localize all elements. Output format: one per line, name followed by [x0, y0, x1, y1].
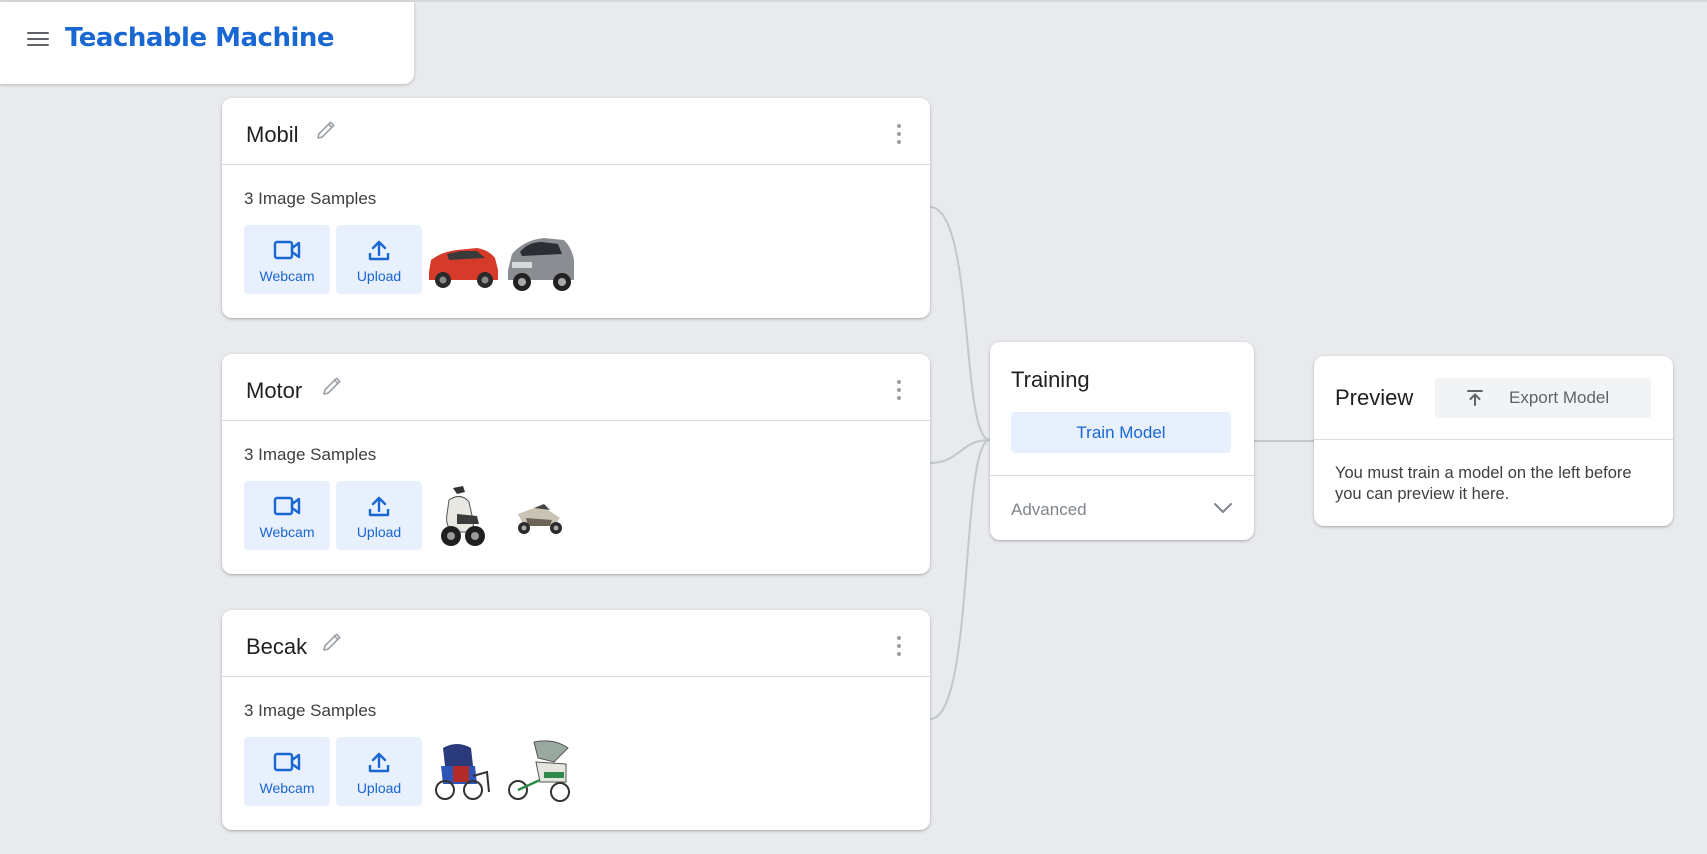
upload-button[interactable]: Upload [336, 225, 422, 294]
class-card-mobil: Mobil 3 Image Samples Webcam Upload [222, 98, 930, 318]
class-card-header: Motor [222, 354, 930, 421]
more-options-icon[interactable] [896, 636, 902, 658]
upload-label: Upload [356, 780, 402, 796]
advanced-toggle[interactable]: Advanced [1011, 500, 1087, 519]
sample-count: 3 Image Samples [244, 701, 377, 720]
pencil-icon[interactable] [314, 118, 338, 142]
sample-thumbnail[interactable] [427, 480, 499, 552]
divider [1314, 439, 1673, 440]
webcam-button[interactable]: Webcam [244, 481, 330, 550]
webcam-label: Webcam [259, 268, 315, 284]
chevron-down-icon[interactable] [1212, 500, 1234, 516]
class-card-becak: Becak 3 Image Samples Webcam Upload [222, 610, 930, 830]
more-options-icon[interactable] [896, 380, 902, 402]
webcam-label: Webcam [259, 524, 315, 540]
class-card-header: Mobil [222, 98, 930, 165]
sample-thumbnail[interactable] [427, 736, 499, 808]
class-name[interactable]: Becak [246, 634, 308, 659]
class-card-header: Becak [222, 610, 930, 677]
webcam-button[interactable]: Webcam [244, 225, 330, 294]
preview-message: You must train a model on the left befor… [1335, 464, 1632, 503]
upload-label: Upload [356, 268, 402, 284]
class-name[interactable]: Mobil [246, 122, 299, 147]
training-title: Training [1011, 367, 1090, 392]
upload-icon [368, 240, 390, 261]
upload-icon [368, 496, 390, 517]
upload-icon [368, 752, 390, 773]
export-model-label: Export Model [1509, 388, 1610, 407]
more-options-icon[interactable] [896, 124, 902, 146]
top-shadow [0, 0, 1707, 2]
pencil-icon[interactable] [320, 630, 344, 654]
upload-label: Upload [356, 524, 402, 540]
upload-button[interactable]: Upload [336, 737, 422, 806]
export-icon [1467, 390, 1483, 406]
upload-button[interactable]: Upload [336, 481, 422, 550]
pencil-icon[interactable] [320, 374, 344, 398]
sample-count: 3 Image Samples [244, 189, 377, 208]
sample-thumbnail[interactable] [504, 224, 576, 296]
class-name[interactable]: Motor [246, 378, 303, 403]
webcam-label: Webcam [259, 780, 315, 796]
class-card-motor: Motor 3 Image Samples Webcam Upload [222, 354, 930, 574]
train-model-button[interactable]: Train Model [1011, 412, 1231, 453]
sample-thumbnail[interactable] [427, 224, 499, 296]
webcam-icon [273, 752, 301, 772]
webcam-icon [273, 496, 301, 516]
app-header: Teachable Machine [0, 2, 414, 84]
preview-title: Preview [1335, 385, 1414, 410]
divider [990, 475, 1254, 476]
webcam-icon [273, 240, 301, 260]
webcam-button[interactable]: Webcam [244, 737, 330, 806]
sample-thumbnail[interactable] [504, 736, 576, 808]
menu-icon[interactable] [27, 32, 49, 50]
app-title[interactable]: Teachable Machine [65, 23, 335, 53]
training-card: Training Train Model Advanced [990, 342, 1254, 540]
sample-count: 3 Image Samples [244, 445, 377, 464]
export-model-button[interactable]: Export Model [1435, 378, 1651, 418]
sample-thumbnail[interactable] [504, 480, 576, 552]
preview-card: Preview Export Model You must train a mo… [1314, 356, 1673, 526]
